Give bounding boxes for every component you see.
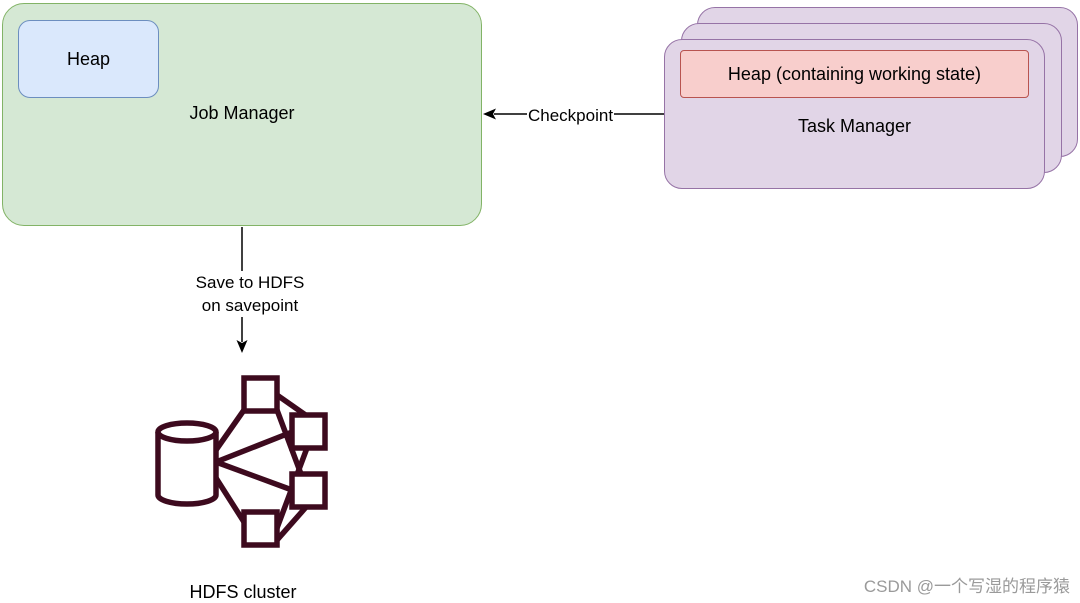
cluster-node-upper-right — [289, 412, 328, 451]
savepoint-edge-label: Save to HDFS on savepoint — [170, 271, 330, 317]
hdfs-cluster-label: HDFS cluster — [189, 582, 297, 602]
hdfs-cluster-icon — [155, 375, 328, 548]
job-manager-heap-label: Heap — [66, 48, 111, 69]
checkpoint-edge-label: Checkpoint — [527, 104, 615, 127]
task-manager-heap-label: Heap (containing working state) — [727, 63, 982, 84]
savepoint-label-line2: on savepoint — [201, 296, 299, 315]
savepoint-label-line1: Save to HDFS — [195, 273, 305, 292]
cluster-node-top — [241, 375, 280, 414]
job-manager-label: Job Manager — [189, 103, 295, 123]
cluster-node-bottom — [241, 509, 280, 548]
savepoint-arrowhead — [236, 340, 248, 353]
csdn-watermark: CSDN @一个写湿的程序猿 — [863, 577, 1070, 596]
cluster-node-lower-right — [289, 471, 328, 510]
job-manager-heap-box[interactable]: Heap — [18, 20, 159, 98]
task-manager-label: Task Manager — [797, 116, 912, 136]
task-manager-heap-box[interactable]: Heap (containing working state) — [680, 50, 1029, 98]
checkpoint-arrowhead — [483, 108, 496, 120]
database-cylinder-icon — [155, 432, 219, 507]
